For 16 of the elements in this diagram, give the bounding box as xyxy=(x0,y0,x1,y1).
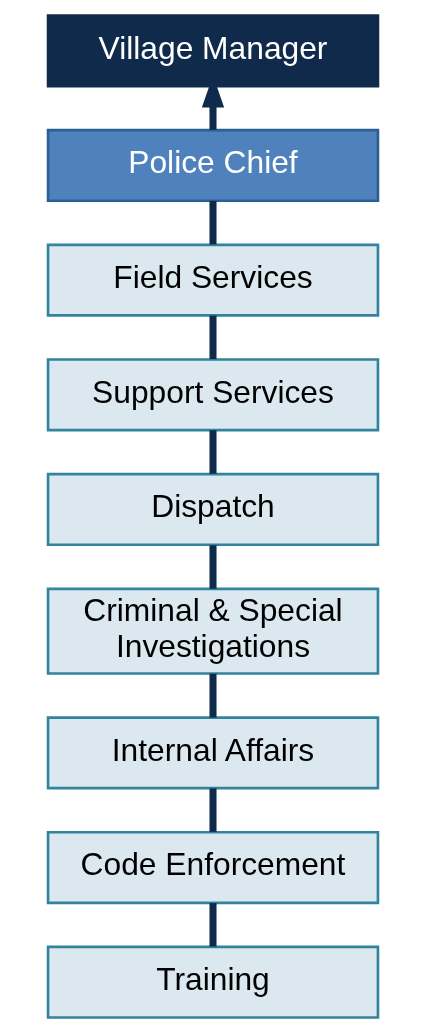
connector xyxy=(208,200,217,245)
node-box: Training xyxy=(46,945,379,1019)
connector xyxy=(208,430,217,474)
node-box: Criminal & Special Investigations xyxy=(46,587,379,675)
node-box: Police Chief xyxy=(46,128,379,203)
node-box: Field Services xyxy=(46,243,379,317)
connector xyxy=(208,315,217,360)
node-box: Dispatch xyxy=(46,472,379,547)
node-box: Internal Affairs xyxy=(46,716,379,790)
connector xyxy=(208,545,217,589)
node-box: Support Services xyxy=(46,358,379,432)
connector xyxy=(208,788,217,832)
connector xyxy=(208,903,217,947)
node-box: Code Enforcement xyxy=(46,830,379,905)
connector xyxy=(208,673,217,718)
node-box: Village Manager xyxy=(46,14,379,88)
